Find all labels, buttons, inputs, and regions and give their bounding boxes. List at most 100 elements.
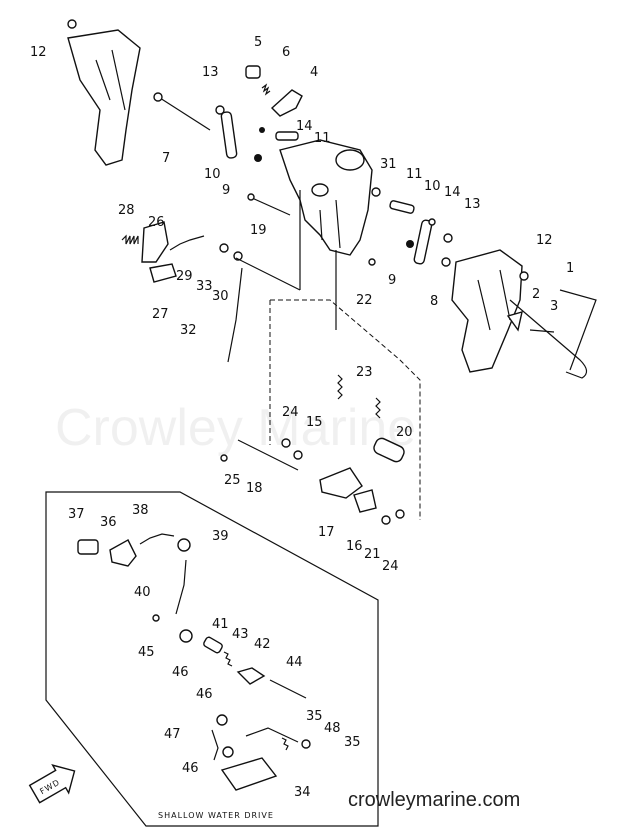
rod-32 bbox=[227, 267, 243, 363]
collar-24 bbox=[281, 438, 291, 448]
bracket-34 bbox=[220, 757, 278, 791]
leader-1 bbox=[559, 289, 597, 371]
callout: 29 bbox=[176, 269, 193, 284]
nut-25 bbox=[220, 454, 228, 462]
washer-14-right bbox=[428, 218, 436, 226]
callout: 32 bbox=[180, 323, 197, 338]
pin-20 bbox=[373, 437, 405, 463]
part-36 bbox=[109, 539, 137, 567]
callout: 47 bbox=[164, 727, 181, 742]
pin-11-right bbox=[389, 200, 415, 214]
lever-47 bbox=[211, 729, 219, 761]
callout: 3 bbox=[550, 299, 558, 314]
spring-48 bbox=[281, 737, 289, 751]
callout: 11 bbox=[406, 167, 423, 182]
swivel-bracket bbox=[279, 139, 373, 256]
callout: 19 bbox=[250, 223, 267, 238]
callout: 40 bbox=[134, 585, 151, 600]
callout: 11 bbox=[314, 131, 331, 146]
callout-layer: 1 2 3 4 5 6 7 8 9 10 11 12 13 14 15 16 1… bbox=[30, 35, 574, 800]
bolt-19 bbox=[247, 193, 291, 216]
bracket-17 bbox=[319, 467, 363, 499]
callout: 1 bbox=[566, 261, 574, 276]
washer-33 bbox=[219, 243, 229, 253]
callout: 33 bbox=[196, 279, 213, 294]
bolt-7 bbox=[153, 92, 211, 131]
spring-38 bbox=[139, 533, 175, 545]
part-37 bbox=[77, 539, 99, 555]
callout: 15 bbox=[306, 415, 323, 430]
callout: 9 bbox=[222, 183, 230, 198]
washer-13 bbox=[215, 105, 225, 115]
washer-9-left bbox=[254, 154, 262, 162]
callout: 35 bbox=[344, 735, 361, 750]
callout: 44 bbox=[286, 655, 303, 670]
callout: 21 bbox=[364, 547, 381, 562]
site-url: crowleymarine.com bbox=[348, 789, 520, 811]
washer-12-right bbox=[519, 271, 529, 281]
nut-24-lower bbox=[395, 509, 405, 519]
callout: 14 bbox=[296, 119, 313, 134]
callout: 24 bbox=[282, 405, 299, 420]
callout: 24 bbox=[382, 559, 399, 574]
callout: 14 bbox=[444, 185, 461, 200]
rod-40 bbox=[175, 559, 187, 615]
spring-23a bbox=[337, 374, 343, 400]
link-35 bbox=[245, 727, 299, 743]
plate-16 bbox=[353, 489, 377, 513]
callout: 13 bbox=[202, 65, 219, 80]
nut-31 bbox=[371, 187, 381, 197]
callout: 31 bbox=[380, 157, 397, 172]
washer-39 bbox=[177, 538, 191, 552]
shallow-water-drive-box bbox=[45, 491, 379, 827]
fwd-arrow-icon: FWD bbox=[28, 764, 76, 804]
callout: 9 bbox=[388, 273, 396, 288]
callout: 10 bbox=[424, 179, 441, 194]
bolt-44 bbox=[269, 679, 307, 699]
callout: 10 bbox=[204, 167, 221, 182]
collar-46a bbox=[179, 629, 193, 643]
callout: 13 bbox=[464, 197, 481, 212]
callout: 7 bbox=[162, 151, 170, 166]
rod-1 bbox=[509, 299, 588, 379]
callout: 34 bbox=[294, 785, 311, 800]
callout: 46 bbox=[196, 687, 213, 702]
plate-10-left bbox=[220, 111, 238, 159]
callout: 18 bbox=[246, 481, 263, 496]
pin-41 bbox=[203, 636, 223, 654]
spring-6 bbox=[261, 83, 271, 96]
callout: 8 bbox=[430, 294, 438, 309]
spring-23b bbox=[375, 397, 381, 419]
callout: 46 bbox=[182, 761, 199, 776]
callout: 30 bbox=[212, 289, 229, 304]
callout: 36 bbox=[100, 515, 117, 530]
spring-28 bbox=[121, 234, 139, 245]
shallow-water-drive-caption: SHALLOW WATER DRIVE bbox=[158, 811, 274, 820]
callout: 42 bbox=[254, 637, 271, 652]
washer-21 bbox=[381, 515, 391, 525]
watermark-text: Crowley Marine bbox=[55, 399, 416, 457]
guide-line-b bbox=[270, 299, 421, 520]
callout: 12 bbox=[30, 45, 47, 60]
washer-15 bbox=[293, 450, 303, 460]
callout: 48 bbox=[324, 721, 341, 736]
callout: 46 bbox=[172, 665, 189, 680]
pin-11-left bbox=[275, 131, 299, 141]
pin-3 bbox=[529, 329, 555, 333]
collar-46c bbox=[222, 746, 234, 758]
callout: 26 bbox=[148, 215, 165, 230]
callout: 27 bbox=[152, 307, 169, 322]
callout: 37 bbox=[68, 507, 85, 522]
callout: 25 bbox=[224, 473, 241, 488]
callout: 20 bbox=[396, 425, 413, 440]
callout: 39 bbox=[212, 529, 229, 544]
spring-43 bbox=[223, 651, 233, 667]
callout: 4 bbox=[310, 65, 318, 80]
callout: 41 bbox=[212, 617, 229, 632]
washer-9-right bbox=[406, 240, 414, 248]
cap-5 bbox=[245, 65, 261, 79]
callout: 12 bbox=[536, 233, 553, 248]
lever-4 bbox=[270, 89, 303, 117]
callout: 23 bbox=[356, 365, 373, 380]
